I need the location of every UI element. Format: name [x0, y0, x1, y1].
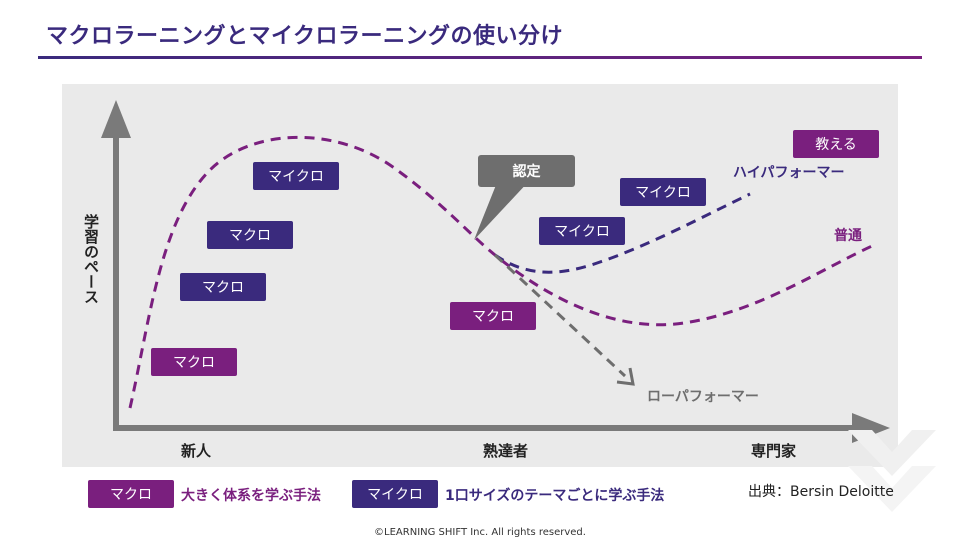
macro-box: マクロ	[450, 302, 536, 330]
low-performer-curve	[493, 253, 627, 378]
legend-macro-tag: マクロ	[88, 480, 174, 508]
title-underline	[38, 56, 922, 59]
x-label-expert: 熟達者	[483, 442, 529, 460]
x-label-novice: 新人	[181, 442, 212, 460]
micro-box: マイクロ	[539, 217, 625, 245]
y-axis-arrowhead	[101, 100, 131, 138]
legend-micro-tag: マイクロ	[352, 480, 438, 508]
copyright: ©LEARNING SHIFT Inc. All rights reserved…	[374, 527, 586, 538]
legend-micro-text: 1口サイズのテーマごとに学ぶ手法	[445, 488, 665, 504]
micro-box: マイクロ	[620, 178, 706, 206]
macro-box: マクロ	[151, 348, 237, 376]
watermark-chevron-icon	[848, 430, 936, 476]
watermark-chevron-icon	[848, 466, 936, 512]
teach-box: 教える	[793, 130, 879, 158]
x-label-specialist: 専門家	[751, 442, 797, 460]
low-performer-arrowhead	[616, 367, 635, 386]
source-citation: 出典：Bersin Deloitte	[748, 484, 894, 500]
normal-curve	[128, 135, 873, 409]
certification-callout: 認定	[478, 155, 575, 187]
normal-label: 普通	[834, 228, 862, 244]
micro-box: マイクロ	[253, 162, 339, 190]
y-axis-label: 学習のペース	[82, 214, 100, 304]
high-performer-label: ハイパフォーマー	[733, 165, 845, 181]
callout-pointer	[474, 180, 530, 240]
macro-box: マクロ	[180, 273, 266, 301]
low-performer-label: ローパフォーマー	[647, 389, 759, 405]
high-performer-curve	[494, 192, 751, 274]
legend-macro-text: 大きく体系を学ぶ手法	[181, 488, 321, 504]
page-title: マクロラーニングとマイクロラーニングの使い分け	[46, 24, 564, 49]
macro-box: マクロ	[207, 221, 293, 249]
